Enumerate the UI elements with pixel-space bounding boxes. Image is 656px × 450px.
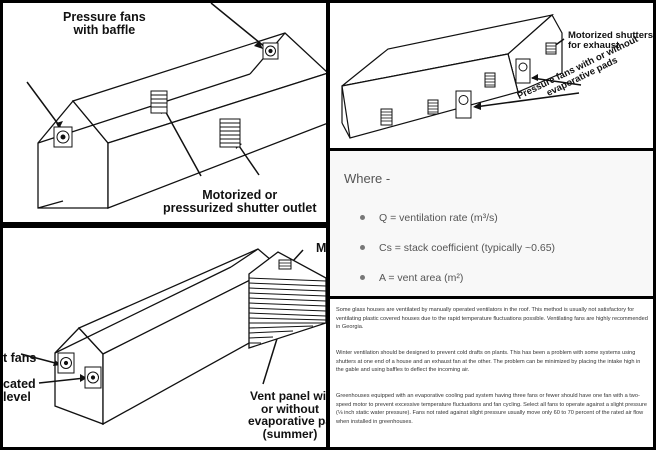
- fan-icon: [53, 42, 279, 148]
- definition-item: A = vent area (m²): [360, 272, 463, 284]
- paragraph: Some glass houses are ventilated by manu…: [336, 307, 648, 331]
- diagram-vent-panel: M t fans cated level Vent panel wit or w…: [3, 228, 326, 447]
- text-excerpt: Some glass houses are ventilated by manu…: [330, 299, 653, 447]
- paragraph: Winter ventilation should be designed to…: [336, 350, 641, 374]
- label-level-cut: cated level: [3, 377, 36, 405]
- label-vent-panel: Vent panel wit or without evaporative pa…: [248, 389, 326, 441]
- shutter-icon: [380, 42, 557, 126]
- label-shutter-outlet: Motorized or pressurized shutter outlet: [163, 188, 317, 216]
- label-pressure-fans: Pressure fans with baffle: [63, 10, 146, 38]
- bullet-icon: [360, 244, 365, 250]
- fan-icon: [57, 352, 102, 389]
- fan-icon: [455, 58, 531, 119]
- where-label: Where -: [344, 171, 391, 186]
- diagram-pressure-fans: Pressure fans with baffle Motorized or p…: [3, 3, 326, 222]
- definition-item: Cs = stack coefficient (typically ~0.65): [360, 242, 555, 254]
- diagram-motorized-shutters: Motorized shutters for exhaust Pressure …: [330, 3, 653, 148]
- label-fans-cut: t fans: [3, 351, 37, 365]
- paragraph: Greenhouses equipped with an evaporative…: [336, 393, 647, 425]
- label-top-cut: M: [316, 241, 326, 255]
- formula-definitions: Where - Q = ventilation rate (m³/s) Cs =…: [330, 151, 653, 296]
- greenhouse-drawing-3: [20, 248, 326, 426]
- definition-item: Q = ventilation rate (m³/s): [360, 212, 498, 224]
- label-motorized-shutters: Motorized shutters for exhaust: [568, 30, 653, 51]
- bullet-icon: [360, 214, 365, 220]
- greenhouse-drawing-1: [26, 3, 326, 209]
- greenhouse-drawing-2: [341, 13, 582, 139]
- bullet-icon: [360, 274, 365, 280]
